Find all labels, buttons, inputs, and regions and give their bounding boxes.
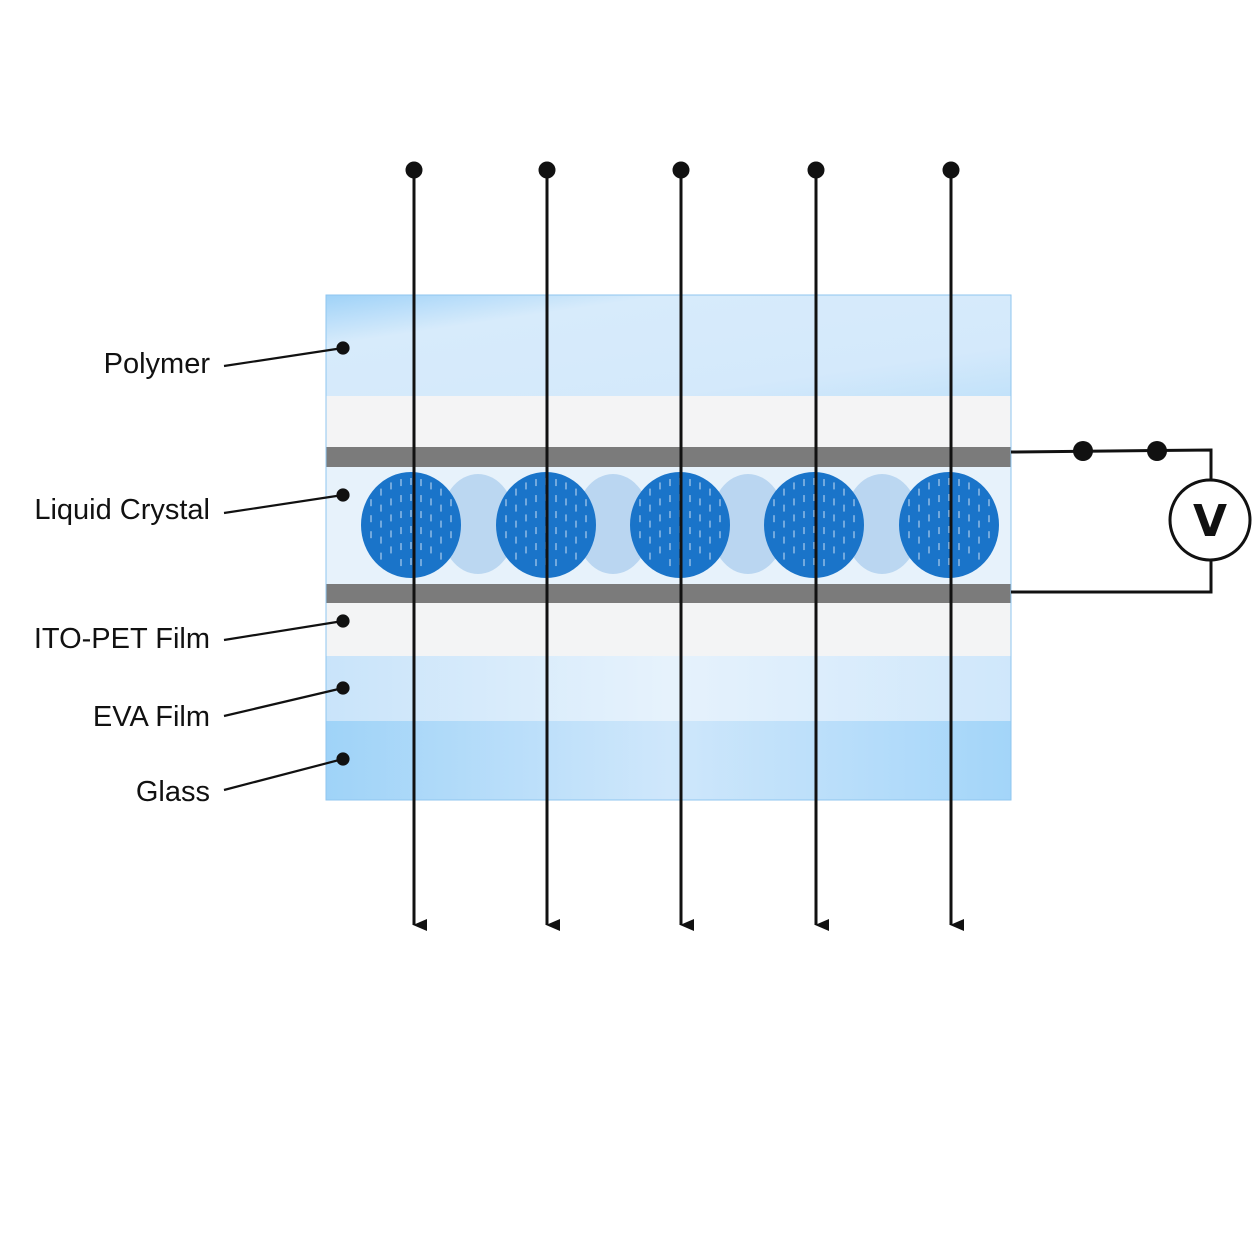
- voltmeter-icon: V: [1168, 478, 1252, 562]
- droplet-light-3: [710, 474, 786, 574]
- label-eva-film: EVA Film: [93, 701, 210, 733]
- light-ray-2: [538, 161, 560, 931]
- light-ray-3: [672, 161, 694, 931]
- droplets-light: [440, 474, 920, 574]
- light-ray-5: [942, 161, 964, 931]
- voltmeter-label: V: [1193, 496, 1227, 547]
- droplet-streaks: [370, 478, 990, 567]
- polymer-layer: [326, 295, 1011, 396]
- label-polymer: Polymer: [104, 348, 211, 380]
- terminal-dot-1: [1073, 441, 1093, 461]
- terminal-dot-2: [1147, 441, 1167, 461]
- light-ray-4: [807, 161, 829, 931]
- droplet-light-2: [575, 474, 651, 574]
- electrode-bottom: [326, 584, 1011, 603]
- ito-pet-layer: [326, 603, 1011, 656]
- droplet-1: [361, 472, 461, 578]
- light-rays: [405, 161, 964, 931]
- eva-film-layer: [326, 656, 1011, 721]
- label-liquid-crystal: Liquid Crystal: [34, 494, 210, 526]
- droplet-5: [899, 472, 999, 578]
- droplet-light-4: [844, 474, 920, 574]
- droplet-light-1: [440, 474, 516, 574]
- label-ito-pet-film: ITO-PET Film: [34, 623, 210, 655]
- droplet-4: [764, 472, 864, 578]
- label-glass: Glass: [136, 776, 210, 808]
- stack-outline: [325, 294, 1012, 801]
- electrode-top: [326, 447, 1011, 467]
- light-ray-1: [405, 161, 427, 931]
- glass-layer: [326, 721, 1011, 800]
- leader-lines: [223, 341, 350, 792]
- ito-pet-top-layer: [326, 396, 1011, 447]
